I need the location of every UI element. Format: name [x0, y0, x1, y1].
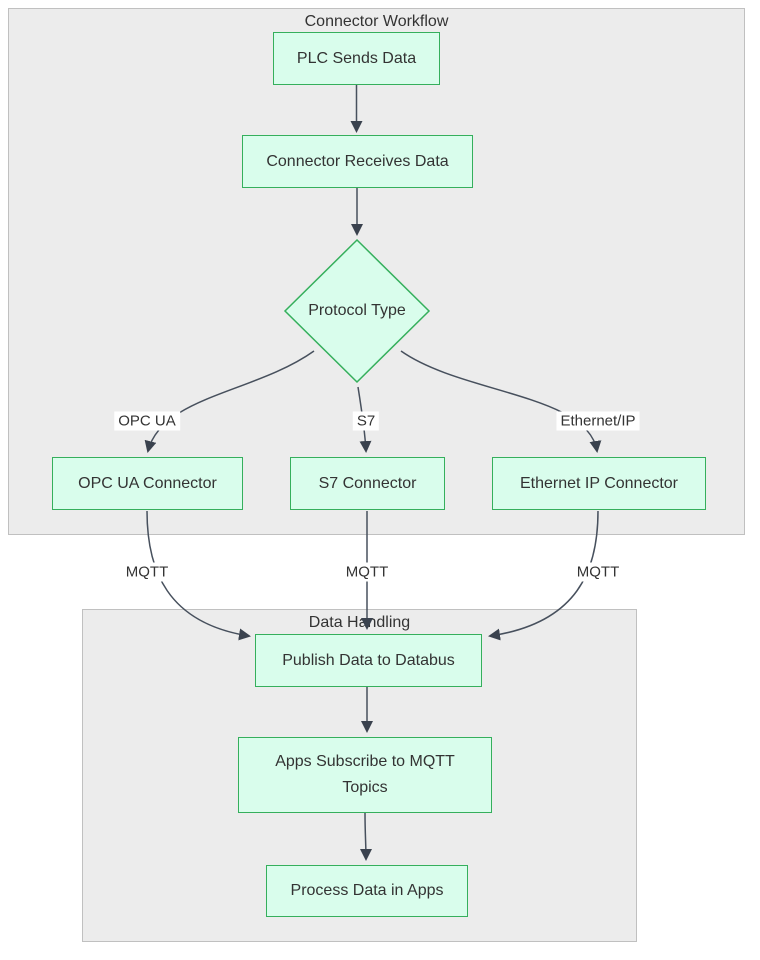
node-protocol-type-label: Protocol Type	[308, 302, 406, 319]
node-apps-subscribe-to-mqtt-topics: Apps Subscribe to MQTT Topics	[238, 737, 492, 813]
node-ethernet-ip-connector: Ethernet IP Connector	[492, 457, 706, 510]
node-connector-receives-data: Connector Receives Data	[242, 135, 473, 188]
edge-label-mqtt-left: MQTT	[121, 562, 173, 582]
edge-label-ethernet-ip: Ethernet/IP	[556, 411, 640, 431]
node-publish-data-to-databus: Publish Data to Databus	[255, 634, 482, 687]
cluster-data-handling-title: Data Handling	[308, 614, 411, 631]
node-s7-connector: S7 Connector	[290, 457, 445, 510]
edge-label-s7: S7	[352, 411, 380, 431]
edge-label-mqtt-middle: MQTT	[341, 562, 393, 582]
cluster-connector-workflow-title: Connector Workflow	[304, 13, 449, 30]
edge-label-opc-ua: OPC UA	[114, 411, 180, 431]
node-plc-sends-data: PLC Sends Data	[273, 32, 440, 85]
edge-label-mqtt-right: MQTT	[572, 562, 624, 582]
node-process-data-in-apps: Process Data in Apps	[266, 865, 468, 917]
node-opc-ua-connector: OPC UA Connector	[52, 457, 243, 510]
